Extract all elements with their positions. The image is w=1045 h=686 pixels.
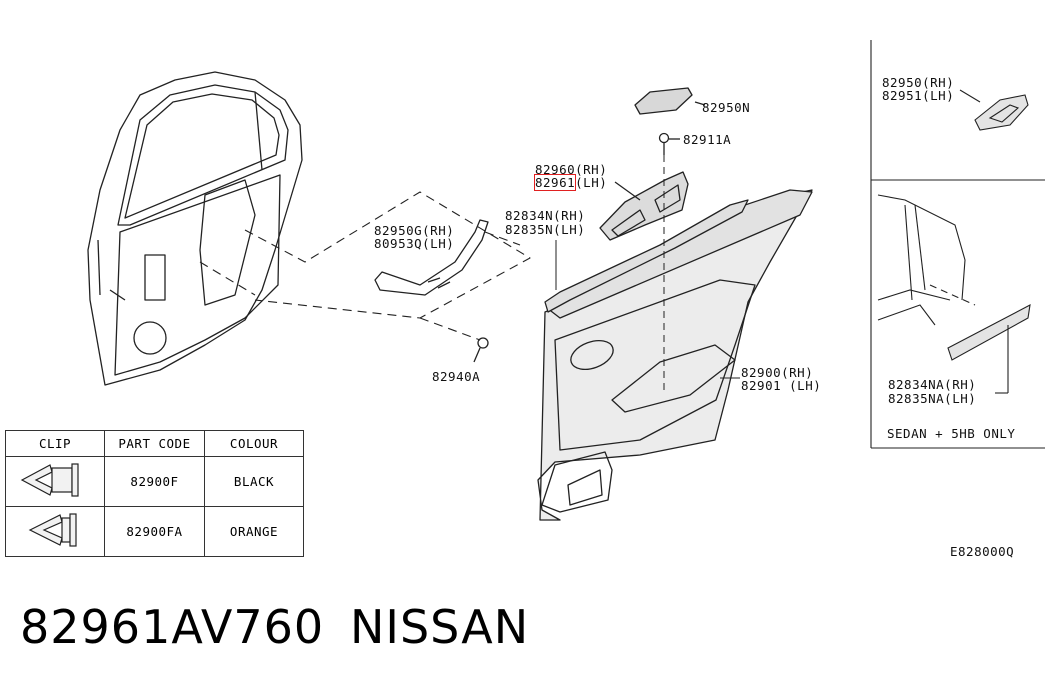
leader-lines: [555, 240, 740, 379]
inset-callout-82950: 82950(RH): [882, 75, 955, 90]
colour-cell: BLACK: [204, 456, 304, 507]
callout-82901: 82901 (LH): [741, 378, 822, 393]
clip-table-header-row: CLIP PART CODE COLOUR: [5, 430, 304, 457]
inset-door-drawing: [877, 194, 1031, 394]
clip-82940A-drawing: [473, 337, 489, 363]
screw-82911A-drawing: [658, 132, 680, 155]
drawing-code: E828000Q: [950, 544, 1015, 559]
callout-82950G: 82950G(RH): [374, 223, 455, 238]
door-shell-drawing: [87, 71, 303, 386]
table-row: 82900FA ORANGE: [5, 506, 304, 557]
callout-82961-side: (LH): [575, 175, 608, 190]
highlighted-part-code: 82961: [533, 174, 577, 191]
assembly-dashed-lines: [199, 191, 531, 341]
header-clip: CLIP: [5, 430, 105, 457]
inset-armrest-drawing: [959, 89, 1029, 131]
weatherstrip-drawing: [544, 199, 749, 313]
part-code-cell: 82900FA: [104, 506, 205, 557]
footer-part-number: 82961AV760: [20, 600, 325, 654]
callout-82911A: 82911A: [683, 132, 732, 147]
callout-82950N: 82950N: [702, 100, 751, 115]
armrest-82950N-drawing: [634, 87, 706, 115]
header-part-code: PART CODE: [104, 430, 205, 457]
clip-cell-black: [5, 456, 105, 507]
callout-82835N: 82835N(LH): [505, 222, 586, 237]
header-colour: COLOUR: [204, 430, 304, 457]
clip-cell-orange: [5, 506, 105, 557]
callout-82834N: 82834N(RH): [505, 208, 586, 223]
colour-cell: ORANGE: [204, 506, 304, 557]
part-code-cell: 82900F: [104, 456, 205, 507]
footer-brand: NISSAN: [350, 600, 530, 654]
switch-finisher-drawing: [599, 171, 689, 241]
clip-table: CLIP PART CODE COLOUR 82900F BLACK 82900…: [5, 430, 304, 557]
callout-82961: 82961(LH): [533, 174, 608, 191]
table-row: 82900F BLACK: [5, 456, 304, 507]
door-trim-panel-drawing: [537, 189, 813, 521]
inset-note: SEDAN + 5HB ONLY: [887, 426, 1016, 441]
callout-82960: 82960(RH): [535, 162, 608, 177]
inset-callout-82834NA: 82834NA(RH): [888, 377, 977, 392]
inset-callout-82835NA: 82835NA(LH): [888, 391, 977, 406]
callout-80953Q: 80953Q(LH): [374, 236, 455, 251]
bracket-drawing: [374, 219, 489, 296]
inset-callout-82951: 82951(LH): [882, 88, 955, 103]
callout-82940A: 82940A: [432, 369, 481, 384]
callout-82900: 82900(RH): [741, 365, 814, 380]
